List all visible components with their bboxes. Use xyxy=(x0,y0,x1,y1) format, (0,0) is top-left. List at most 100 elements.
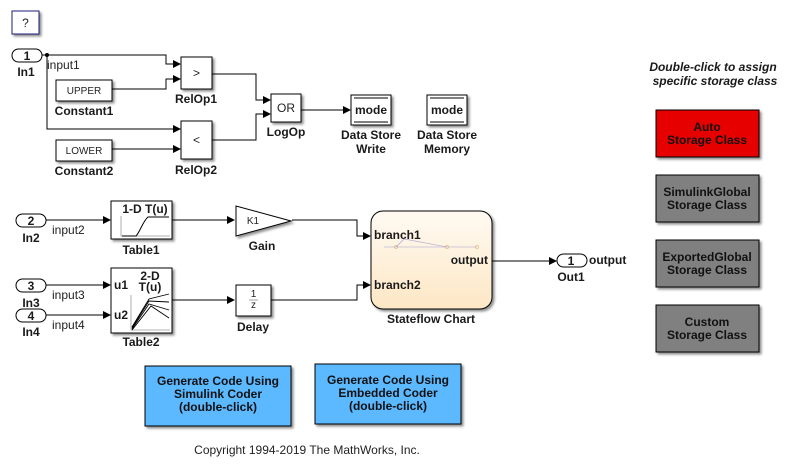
datastore-memory-name-line2-label: Memory xyxy=(424,142,470,156)
constants-0-name-label: Constant1 xyxy=(55,104,114,118)
codegen-0-line1-label: Generate Code Using xyxy=(157,374,279,388)
relop1-block[interactable]: > RelOp1 xyxy=(175,56,217,106)
codegen-1-line3-label: (double-click) xyxy=(349,399,427,413)
data-store-memory-block[interactable]: mode Data Store Memory xyxy=(417,94,477,156)
storage-classes-1-line1-label: SimulinkGlobal xyxy=(663,185,750,199)
stateflow-chart-block[interactable]: branch1 branch2 output Stateflow Chart xyxy=(370,210,493,326)
table1-block[interactable]: 1-D T(u) Table1 xyxy=(110,200,173,257)
table2-in1-label: u1 xyxy=(114,278,128,292)
codegen-1-line1-label: Generate Code Using xyxy=(327,373,449,387)
storage-class-custom[interactable]: Custom Storage Class xyxy=(655,304,760,353)
inports-3-number-label: 4 xyxy=(28,309,35,323)
inports-1-name-label: In2 xyxy=(22,231,40,245)
storage-classes-3-line1-label: Custom xyxy=(685,315,730,329)
branch-point xyxy=(45,53,49,57)
outport-out1[interactable]: 1 Out1 xyxy=(556,253,588,284)
shape xyxy=(394,245,398,249)
relops-0-op-label: > xyxy=(193,66,200,80)
table1-title-label: 1-D T(u) xyxy=(122,202,167,216)
shape xyxy=(11,10,40,35)
shape xyxy=(46,55,181,133)
inports-1-number-label: 2 xyxy=(28,214,35,228)
shape xyxy=(556,253,588,268)
shape xyxy=(131,293,170,328)
datastore-memory-var-label: mode xyxy=(431,103,463,117)
logop-block[interactable]: OR LogOp xyxy=(267,93,306,139)
logop-name-label: LogOp xyxy=(267,125,306,139)
inports-0-number-label: 1 xyxy=(24,49,31,63)
shape xyxy=(15,213,47,228)
data-store-write-block[interactable]: mode Data Store Write xyxy=(341,94,401,156)
inport-in3[interactable]: 3 In3 xyxy=(15,278,47,310)
signal-label-input3: input3 xyxy=(52,288,85,302)
shape xyxy=(180,120,213,160)
shape xyxy=(426,94,468,126)
stateflow-in2-label: branch2 xyxy=(374,278,421,292)
storage-class-simulinkglobal[interactable]: SimulinkGlobal Storage Class xyxy=(655,174,760,223)
shape xyxy=(271,281,371,301)
storage-classes-0-line2-label: Storage Class xyxy=(667,133,747,147)
outport-name-label: Out1 xyxy=(557,270,585,284)
inport-in2[interactable]: 2 In2 xyxy=(15,213,47,245)
shape xyxy=(292,219,371,240)
datastore-write-name-line2-label: Write xyxy=(356,142,386,156)
shape xyxy=(445,245,449,249)
storage-classes-1-line2-label: Storage Class xyxy=(667,198,747,212)
storage-class-exportedglobal[interactable]: ExportedGlobal Storage Class xyxy=(655,239,760,288)
delay-block[interactable]: 1 z Delay xyxy=(235,284,272,334)
inports-2-name-label: In3 xyxy=(22,296,40,310)
gain-name-label: Gain xyxy=(249,239,276,253)
shape xyxy=(130,295,170,331)
table2-title-line2-label: T(u) xyxy=(139,280,162,294)
shape xyxy=(235,205,293,237)
signal-label-output: output xyxy=(589,253,626,267)
shape xyxy=(212,73,271,104)
shape xyxy=(475,245,479,249)
relops-1-op-label: < xyxy=(193,133,200,147)
shape xyxy=(15,308,47,323)
storage-classes-3-line2-label: Storage Class xyxy=(667,328,747,342)
generate-code-simulink-coder-button[interactable]: Generate Code Using Simulink Coder (doub… xyxy=(144,365,292,427)
gain-block[interactable]: K1 Gain xyxy=(235,205,293,253)
shape xyxy=(395,238,448,248)
gain-value-label: K1 xyxy=(247,216,260,227)
relops-0-name-label: RelOp1 xyxy=(175,92,217,106)
inports-0-name-label: In1 xyxy=(17,65,35,79)
lookup-1d-icon xyxy=(120,216,170,237)
delay-name-label: Delay xyxy=(237,320,269,334)
shape xyxy=(235,284,272,317)
storage-class-exportedglobal-bg xyxy=(655,239,760,288)
storage-class-auto-bg xyxy=(655,109,760,158)
storage-classes-2-line1-label: ExportedGlobal xyxy=(662,250,751,264)
stateflow-in1-label: branch1 xyxy=(374,228,421,242)
storage-classes-2-line2-label: Storage Class xyxy=(667,263,747,277)
shape xyxy=(42,54,181,68)
constant2-block[interactable]: LOWER Constant2 xyxy=(55,139,114,178)
relops-1-name-label: RelOp2 xyxy=(175,163,217,177)
wires xyxy=(42,54,557,319)
constant1-block[interactable]: UPPER Constant1 xyxy=(55,79,114,118)
copyright-text: Copyright 1994-2019 The MathWorks, Inc. xyxy=(194,443,420,457)
storage-class-auto[interactable]: Auto Storage Class xyxy=(655,109,760,158)
shape xyxy=(55,139,113,162)
simulink-coder-bg xyxy=(144,365,292,427)
inports-2-number-label: 3 xyxy=(28,279,35,293)
table2-title-line1-label: 2-D xyxy=(140,269,160,283)
signal-label-input1: input1 xyxy=(47,58,80,72)
datastore-write-name-line1-label: Data Store xyxy=(341,128,401,142)
delay-num-label: 1 xyxy=(251,289,257,300)
table2-block[interactable]: 2-D T(u) u1 u2 Table2 xyxy=(110,267,173,349)
shape xyxy=(11,48,43,63)
generate-code-embedded-coder-button[interactable]: Generate Code Using Embedded Coder (doub… xyxy=(314,363,462,425)
signal-label-input4: input4 xyxy=(52,318,85,332)
stateflow-name-label: Stateflow Chart xyxy=(387,312,475,326)
inport-in4[interactable]: 4 In4 xyxy=(15,308,47,339)
codegen-1-line2-label: Embedded Coder xyxy=(338,386,438,400)
logop-op-label: OR xyxy=(277,101,295,115)
table2-name-label: Table2 xyxy=(122,335,159,349)
shape xyxy=(350,94,392,126)
constants-0-value-label: UPPER xyxy=(67,86,101,97)
relop2-block[interactable]: < RelOp2 xyxy=(175,120,217,177)
help-button[interactable]: ? xyxy=(11,10,40,35)
inport-in1[interactable]: 1 In1 xyxy=(11,48,43,79)
